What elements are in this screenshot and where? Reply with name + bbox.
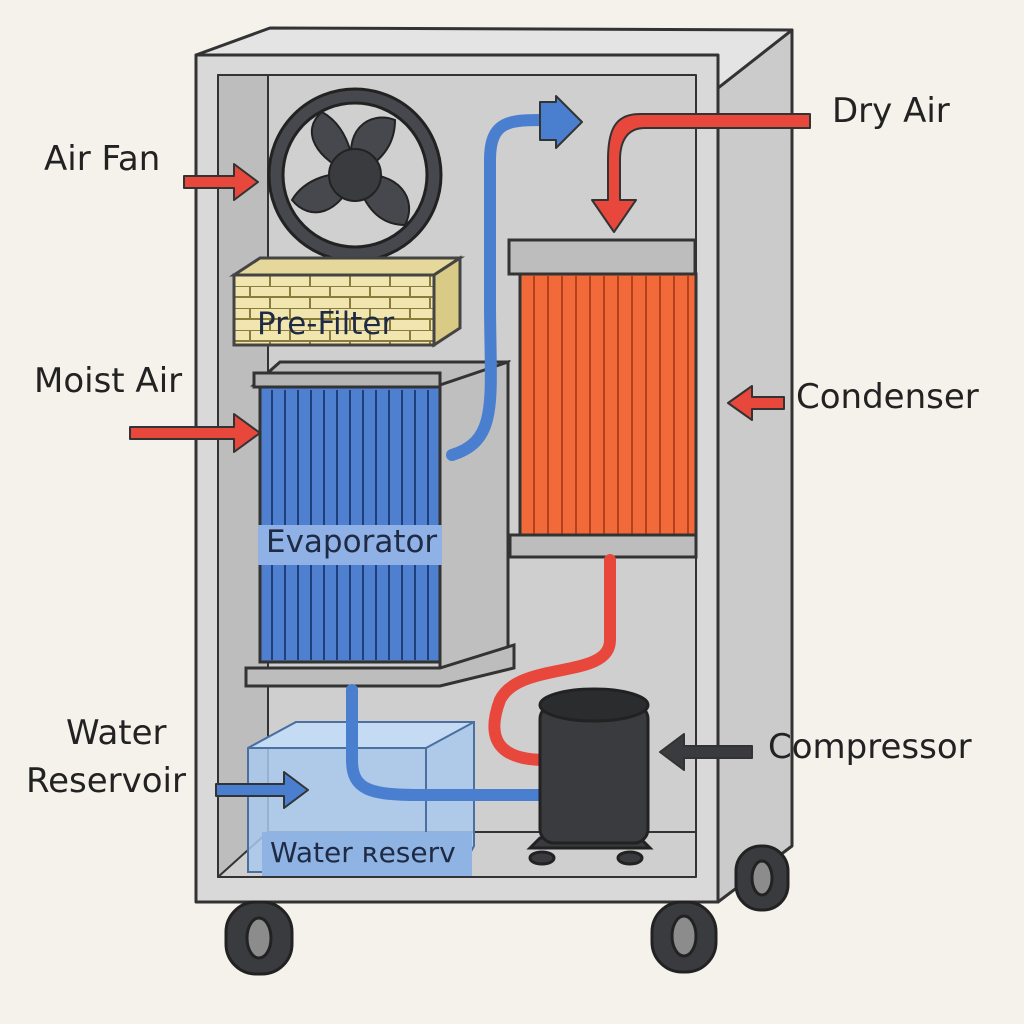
fan-icon [267, 87, 443, 263]
condenser-arrow [727, 385, 785, 421]
arrows [129, 95, 811, 809]
moist-air-label: Moist Air [34, 361, 183, 401]
compressor-arrow [659, 733, 753, 771]
condenser-label: Condenser [796, 377, 979, 417]
air-fan-arrow [183, 163, 259, 201]
water-tank-label: Water ʀeserv [270, 836, 456, 869]
water-reservoir-label-line2: Reservoir [26, 761, 186, 801]
compressor-label: Compressor [768, 727, 972, 767]
water-reservoir-arrow [215, 771, 309, 809]
cold-air-pipe [446, 114, 551, 461]
pipes [346, 114, 616, 801]
hot-refrigerant-pipe [488, 554, 616, 766]
pre-filter-label: Pre-Filter [257, 306, 395, 342]
cabinet-side [716, 28, 794, 904]
drain-pipe [346, 684, 546, 801]
condenser-unit [507, 238, 698, 559]
evaporator-unit [244, 359, 516, 688]
water-reservoir-tank [247, 721, 475, 876]
cold-air-outlet-arrow [539, 95, 583, 149]
compressor-icon [526, 687, 654, 866]
dry-air-arrow [591, 113, 811, 233]
moist-air-arrow [129, 413, 261, 453]
pre-filter [228, 255, 466, 348]
dry-air-label: Dry Air [832, 91, 950, 131]
air-fan-label: Air Fan [44, 139, 161, 179]
water-reservoir-label-line1: Water [66, 713, 167, 753]
wheels [224, 844, 790, 976]
evaporator-label: Evaporator [266, 524, 438, 560]
